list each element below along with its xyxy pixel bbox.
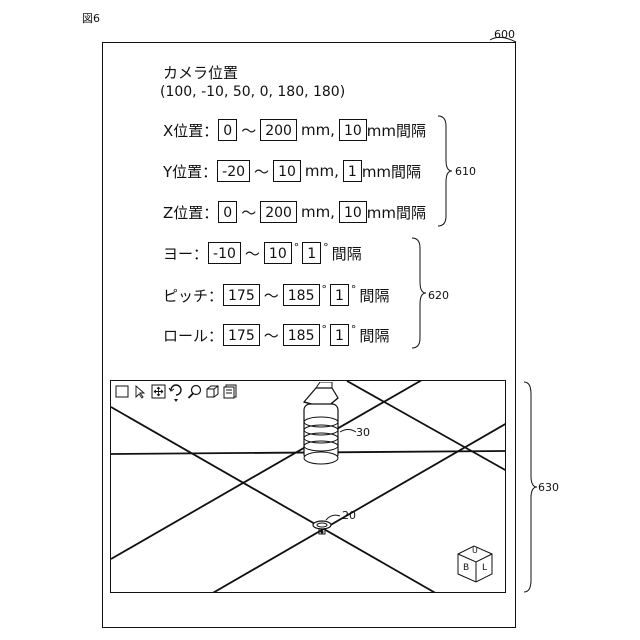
- camera-position-title: カメラ位置: [163, 62, 238, 83]
- roll-min-field[interactable]: 175: [223, 324, 260, 346]
- range-tilde: ～: [245, 243, 260, 264]
- yaw-min-field[interactable]: -10: [208, 242, 241, 264]
- viewport-toolbar: [114, 384, 238, 399]
- layers-icon[interactable]: [222, 384, 238, 399]
- x-max-field[interactable]: 200: [260, 119, 297, 141]
- yaw-row: ヨー： -10 ～ 10 ° 1 ° 間隔: [163, 241, 362, 265]
- ref-610: 610: [455, 165, 476, 178]
- y-step-field[interactable]: 1: [343, 160, 362, 182]
- degree-symbol: °: [351, 323, 357, 336]
- roll-max-field[interactable]: 185: [283, 324, 320, 346]
- roll-row: ロール： 175 ～ 185 ° 1 ° 間隔: [163, 323, 389, 347]
- ref-30: 30: [356, 426, 370, 439]
- ref-620: 620: [428, 289, 449, 302]
- camera-position-coords: (100, -10, 50, 0, 180, 180): [160, 84, 345, 100]
- y-position-label: Y位置：: [163, 161, 217, 182]
- ref-630: 630: [538, 481, 559, 494]
- degree-symbol: °: [294, 241, 300, 254]
- move-icon[interactable]: [150, 384, 166, 399]
- yaw-label: ヨー：: [163, 243, 208, 264]
- frame-icon[interactable]: [114, 384, 130, 399]
- x-position-row: X位置： 0 ～ 200 mm, 10 mm間隔: [163, 118, 426, 142]
- ref-20: 20: [342, 509, 356, 522]
- pitch-min-field[interactable]: 175: [223, 284, 260, 306]
- pitch-step-unit: 間隔: [359, 285, 389, 306]
- z-step-field[interactable]: 10: [339, 201, 367, 223]
- z-min-field[interactable]: 0: [218, 201, 237, 223]
- roll-step-unit: 間隔: [359, 325, 389, 346]
- y-max-field[interactable]: 10: [273, 160, 301, 182]
- ref-600: 600: [494, 28, 515, 41]
- z-position-row: Z位置： 0 ～ 200 mm, 10 mm間隔: [163, 200, 426, 224]
- z-step-unit: mm間隔: [367, 202, 426, 223]
- pitch-row: ピッチ： 175 ～ 185 ° 1 ° 間隔: [163, 283, 389, 307]
- range-tilde: ～: [241, 120, 256, 141]
- y-unit: mm,: [305, 162, 339, 180]
- figure-label: 図6: [82, 10, 100, 26]
- degree-symbol: °: [322, 323, 328, 336]
- roll-step-field[interactable]: 1: [330, 324, 349, 346]
- degree-symbol: °: [322, 283, 328, 296]
- range-tilde: ～: [254, 161, 269, 182]
- x-unit: mm,: [301, 121, 335, 139]
- box-icon[interactable]: [204, 384, 220, 399]
- z-position-label: Z位置：: [163, 202, 218, 223]
- z-max-field[interactable]: 200: [260, 201, 297, 223]
- pitch-step-field[interactable]: 1: [330, 284, 349, 306]
- cube-face-b: B: [463, 563, 469, 573]
- pointer-icon[interactable]: [132, 384, 148, 399]
- pitch-max-field[interactable]: 185: [283, 284, 320, 306]
- range-tilde: ～: [241, 202, 256, 223]
- cube-face-l: L: [482, 563, 487, 573]
- x-min-field[interactable]: 0: [218, 119, 237, 141]
- x-step-unit: mm間隔: [367, 120, 426, 141]
- yaw-max-field[interactable]: 10: [264, 242, 292, 264]
- z-unit: mm,: [301, 203, 335, 221]
- roll-label: ロール：: [163, 325, 223, 346]
- degree-symbol: °: [351, 283, 357, 296]
- zoom-icon[interactable]: [186, 384, 202, 399]
- cube-face-u: U: [472, 546, 478, 555]
- degree-symbol: °: [323, 241, 329, 254]
- ref-20-leader: [324, 510, 344, 524]
- yaw-step-field[interactable]: 1: [302, 242, 321, 264]
- pitch-label: ピッチ：: [163, 285, 223, 306]
- range-tilde: ～: [264, 285, 279, 306]
- x-step-field[interactable]: 10: [339, 119, 367, 141]
- range-tilde: ～: [264, 325, 279, 346]
- rotate-icon[interactable]: [168, 384, 184, 399]
- yaw-step-unit: 間隔: [332, 243, 362, 264]
- x-position-label: X位置：: [163, 120, 218, 141]
- y-position-row: Y位置： -20 ～ 10 mm, 1 mm間隔: [163, 159, 421, 183]
- y-min-field[interactable]: -20: [217, 160, 250, 182]
- y-step-unit: mm間隔: [362, 161, 421, 182]
